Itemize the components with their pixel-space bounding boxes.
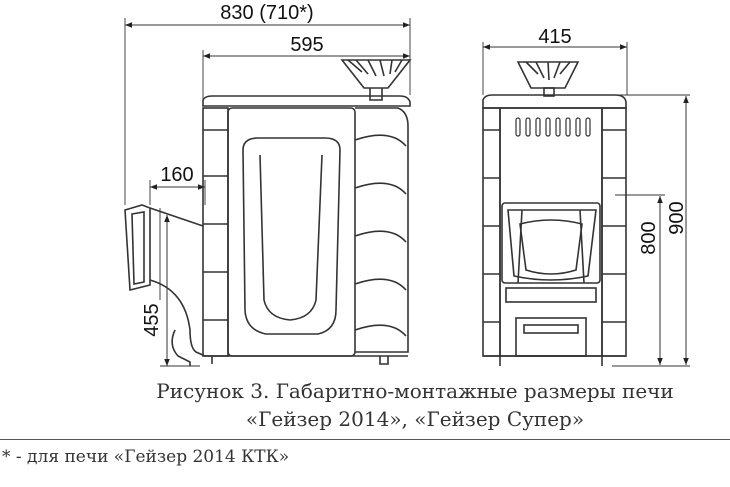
extension-lines-side: [124, 18, 411, 367]
fuel-door-front: [501, 202, 601, 284]
stone-panel-left: [202, 107, 229, 357]
ash-drawer-front: [505, 287, 597, 357]
stone-panels-front: [482, 107, 627, 357]
fins-right: [354, 107, 409, 353]
stone-basket-front: [516, 61, 580, 97]
dim-height-body: 800: [638, 221, 660, 254]
water-tank-side: [242, 137, 341, 335]
footnote-divider: [0, 439, 730, 440]
stone-basket-side: [340, 59, 412, 101]
dim-overall-width: 830 (710*): [220, 2, 313, 24]
dim-height-total: 900: [666, 201, 688, 234]
dim-body-width: 595: [290, 34, 323, 56]
figure-caption-line1: Рисунок 3. Габаритно-монтажные размеры п…: [156, 379, 674, 403]
footnote: * - для печи «Гейзер 2014 КТК»: [2, 447, 290, 467]
figure-caption-line2: «Гейзер 2014», «Гейзер Супер»: [245, 407, 585, 431]
vent-slots: [515, 117, 591, 137]
fuel-door-side: [124, 204, 206, 366]
dim-tray-depth: 160: [160, 164, 193, 186]
extension-lines-front: [482, 42, 690, 367]
top-lid-front: [482, 94, 627, 109]
dim-front-width: 415: [538, 26, 571, 48]
feet-side: [211, 356, 389, 365]
top-lid-side: [202, 95, 411, 107]
dim-firebox-height: 455: [141, 303, 163, 336]
